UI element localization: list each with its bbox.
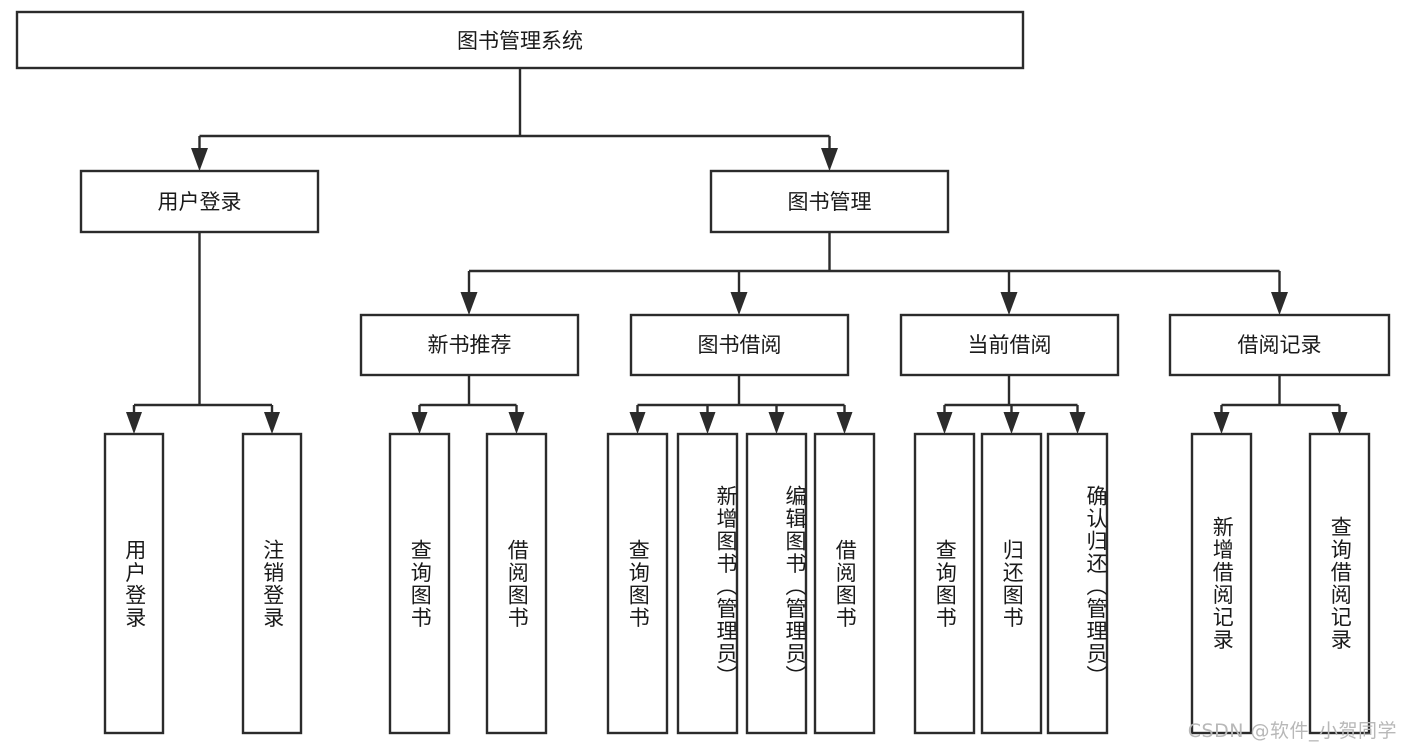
node-leaf-borrow-book-rec-rect[interactable] <box>485 432 548 735</box>
arrowhead-leaf-borrow-book-rec <box>508 412 525 434</box>
arrowhead-user-login <box>191 148 208 171</box>
node-user-login-label: 用户登录 <box>158 190 242 214</box>
node-new-book-recommend[interactable]: 新书推荐 <box>359 313 580 377</box>
node-leaf-add-borrow-record-rect[interactable] <box>1190 432 1253 735</box>
connector-group-new-book-recommend <box>411 375 525 434</box>
connector-group-borrow-record <box>1213 375 1348 434</box>
node-user-login[interactable]: 用户登录 <box>79 169 320 234</box>
arrowhead-leaf-add-book-admin <box>699 412 716 434</box>
node-leaf-user-login-rect[interactable] <box>103 432 165 735</box>
node-book-borrow-rect[interactable] <box>629 313 850 377</box>
node-current-borrow-rect[interactable] <box>899 313 1120 377</box>
arrowhead-new-book-recommend <box>460 292 478 315</box>
node-new-book-recommend-rect[interactable] <box>359 313 580 377</box>
node-leaf-borrow-book-rect[interactable] <box>813 432 876 735</box>
node-borrow-record[interactable]: 借阅记录 <box>1168 313 1391 377</box>
arrowhead-leaf-query-book-rec <box>411 412 428 434</box>
arrowhead-leaf-return-book <box>1003 412 1020 434</box>
node-root-label: 图书管理系统 <box>457 29 583 53</box>
node-root[interactable]: 图书管理系统 <box>15 10 1025 70</box>
arrowhead-leaf-user-login <box>126 412 142 434</box>
node-leaf-confirm-return-admin-rect[interactable] <box>1046 432 1109 735</box>
connector-group-current-borrow <box>936 375 1086 434</box>
node-book-management-label: 图书管理 <box>788 190 872 214</box>
arrowhead-leaf-query-borrow-record <box>1331 412 1348 434</box>
arrowhead-leaf-edit-book-admin <box>768 412 785 434</box>
node-book-borrow-label: 图书借阅 <box>698 333 782 357</box>
node-leaf-query-borrow-record-rect[interactable] <box>1308 432 1371 735</box>
node-leaf-query-book-current-rect[interactable] <box>913 432 976 735</box>
node-book-management-rect[interactable] <box>709 169 950 234</box>
arrowhead-current-borrow <box>1000 292 1018 315</box>
node-current-borrow-label: 当前借阅 <box>968 333 1052 357</box>
arrowhead-leaf-add-borrow-record <box>1213 412 1230 434</box>
arrowhead-leaf-confirm-return-admin <box>1069 412 1086 434</box>
connector-group-root <box>191 68 838 171</box>
arrowhead-borrow-record <box>1271 292 1288 315</box>
arrowhead-book-borrow <box>730 292 748 315</box>
node-borrow-record-rect[interactable] <box>1168 313 1391 377</box>
node-leaf-edit-book-admin-rect[interactable] <box>745 432 808 735</box>
node-current-borrow[interactable]: 当前借阅 <box>899 313 1120 377</box>
node-root-rect[interactable] <box>15 10 1025 70</box>
node-leaf-add-book-admin-rect[interactable] <box>676 432 739 735</box>
arrowhead-leaf-borrow-book <box>836 412 853 434</box>
connector-group-book-management <box>460 232 1288 315</box>
node-user-login-rect[interactable] <box>79 169 320 234</box>
node-borrow-record-label: 借阅记录 <box>1238 333 1322 357</box>
node-leaf-query-book-borrow-rect[interactable] <box>606 432 669 735</box>
node-new-book-recommend-label: 新书推荐 <box>428 333 512 357</box>
node-leaf-return-book-rect[interactable] <box>980 432 1043 735</box>
node-book-borrow[interactable]: 图书借阅 <box>629 313 850 377</box>
connector-group-book-borrow <box>629 375 853 434</box>
arrowhead-leaf-query-book-current <box>936 412 953 434</box>
node-book-management[interactable]: 图书管理 <box>709 169 950 234</box>
leaf-boxes <box>103 432 1371 735</box>
arrowhead-book-management <box>821 148 838 171</box>
watermark-text: CSDN @软件_小贺同学 <box>1187 720 1397 742</box>
arrowhead-leaf-query-book-borrow <box>629 412 646 434</box>
node-leaf-query-book-rec-rect[interactable] <box>388 432 451 735</box>
arrowhead-leaf-logout-login <box>264 412 280 434</box>
node-leaf-logout-login-rect[interactable] <box>241 432 303 735</box>
connector-group-user-login <box>126 232 280 434</box>
